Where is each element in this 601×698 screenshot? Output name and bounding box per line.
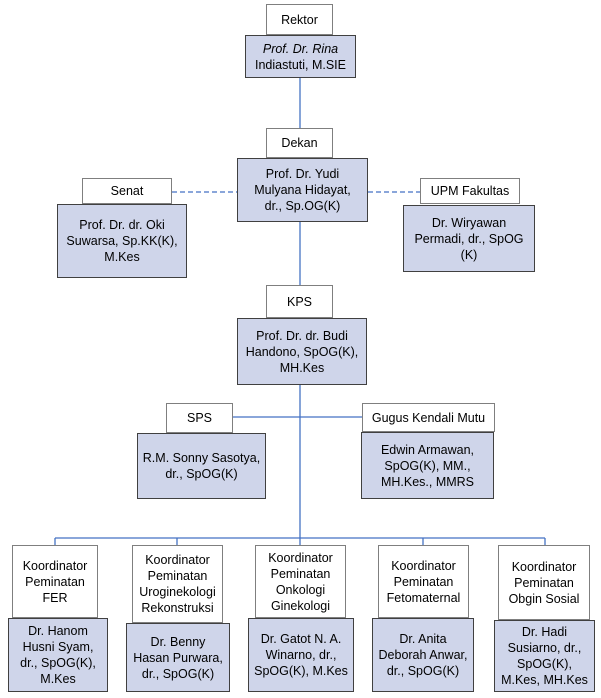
coord-onko-name: Dr. Gatot N. A. Winarno, dr., SpOG(K), M… [248, 618, 354, 692]
coord-fer-title: Koordinator Peminatan FER [12, 545, 98, 618]
rektor-title: Rektor [266, 4, 333, 35]
dekan-title: Dekan [266, 128, 333, 158]
upm-title: UPM Fakultas [420, 178, 520, 204]
coord-sosial-title: Koordinator Peminatan Obgin Sosial [498, 545, 590, 620]
kps-title: KPS [266, 285, 333, 318]
senat-name: Prof. Dr. dr. Oki Suwarsa, Sp.KK(K), M.K… [57, 204, 187, 278]
sps-name: R.M. Sonny Sasotya, dr., SpOG(K) [137, 433, 266, 499]
coord-onko-title: Koordinator Peminatan Onkologi Ginekolog… [255, 545, 346, 618]
coord-feto-name: Dr. Anita Deborah Anwar, dr., SpOG(K) [372, 618, 474, 692]
senat-title: Senat [82, 178, 172, 204]
upm-name: Dr. Wiryawan Permadi, dr., SpOG (K) [403, 205, 535, 272]
kps-name: Prof. Dr. dr. Budi Handono, SpOG(K), MH.… [237, 318, 367, 385]
coord-uro-name: Dr. Benny Hasan Purwara, dr., SpOG(K) [126, 623, 230, 692]
rektor-name: Prof. Dr. Rina Indiastuti, M.SIE [245, 35, 356, 78]
gkm-name: Edwin Armawan, SpOG(K), MM., MH.Kes., MM… [361, 432, 494, 499]
coord-feto-title: Koordinator Peminatan Fetomaternal [378, 545, 469, 618]
coord-sosial-name: Dr. Hadi Susiarno, dr., SpOG(K), M.Kes, … [494, 620, 595, 692]
coord-uro-title: Koordinator Peminatan Uroginekologi Reko… [132, 545, 223, 623]
sps-title: SPS [166, 403, 233, 433]
dekan-name: Prof. Dr. Yudi Mulyana Hidayat, dr., Sp.… [237, 158, 368, 222]
coord-fer-name: Dr. Hanom Husni Syam, dr., SpOG(K), M.Ke… [8, 618, 108, 692]
gkm-title: Gugus Kendali Mutu [362, 403, 495, 432]
rektor-name-rest: Indiastuti, M.SIE [254, 57, 346, 72]
rektor-name-italic: Prof. Dr. Rina [262, 41, 339, 56]
